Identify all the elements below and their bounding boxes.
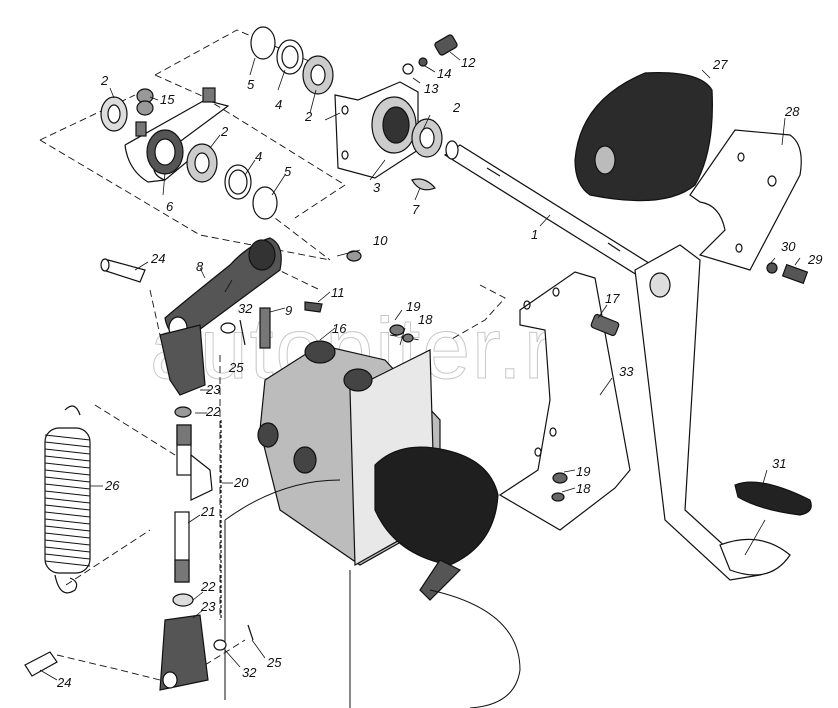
callout-2: 2	[101, 73, 109, 88]
callout-3: 3	[373, 180, 381, 195]
part-3-bearing-bracket	[334, 81, 419, 179]
callout-23: 23	[201, 599, 216, 614]
callout-12: 12	[461, 55, 476, 70]
leader-lines	[39, 51, 801, 681]
callout-11: 11	[331, 285, 345, 300]
part-33-bracket	[498, 271, 631, 531]
callout-14: 14	[437, 66, 452, 81]
callout-4: 4	[275, 97, 283, 112]
washers-top-left	[100, 26, 334, 220]
callout-17: 17	[605, 291, 620, 306]
callout-2: 2	[453, 100, 461, 115]
callout-20: 20	[234, 475, 249, 490]
callout-18: 18	[418, 312, 433, 327]
callout-5: 5	[284, 164, 292, 179]
callout-22: 22	[206, 404, 221, 419]
callout-23: 23	[206, 382, 221, 397]
callout-25: 25	[267, 655, 282, 670]
callout-7: 7	[412, 202, 420, 217]
part-31-foot-pad	[734, 481, 812, 516]
callout-21: 21	[201, 504, 216, 519]
callout-16: 16	[332, 321, 347, 336]
callout-22: 22	[201, 579, 216, 594]
part-6-bearing-housing	[124, 99, 230, 183]
callout-15: 15	[160, 92, 175, 107]
part-28-plate	[689, 129, 802, 271]
callout-2: 2	[221, 124, 229, 139]
callout-24: 24	[57, 675, 72, 690]
callout-18: 18	[576, 481, 591, 496]
callout-10: 10	[373, 233, 388, 248]
callout-24: 24	[151, 251, 166, 266]
part-27-pedal-pad	[574, 72, 713, 202]
callout-9: 9	[285, 303, 293, 318]
callout-29: 29	[808, 252, 823, 267]
callout-28: 28	[785, 104, 800, 119]
callout-26: 26	[105, 478, 120, 493]
callout-19: 19	[576, 464, 591, 479]
callout-32: 32	[242, 665, 257, 680]
callout-1: 1	[531, 227, 539, 242]
callout-31: 31	[772, 456, 787, 471]
adjustment-rod	[174, 420, 222, 620]
pedal-lever	[634, 244, 791, 581]
callout-6: 6	[166, 199, 174, 214]
callout-8: 8	[196, 259, 204, 274]
callout-25: 25	[229, 360, 244, 375]
callout-32: 32	[238, 301, 253, 316]
callout-33: 33	[619, 364, 634, 379]
callout-27: 27	[713, 57, 728, 72]
part-26-spring	[44, 405, 91, 594]
callout-19: 19	[406, 299, 421, 314]
brake-valve-assembly	[257, 340, 499, 601]
callout-2: 2	[305, 109, 313, 124]
callout-5: 5	[247, 77, 255, 92]
callout-4: 4	[255, 149, 263, 164]
callout-30: 30	[781, 239, 796, 254]
base-outline	[224, 479, 521, 708]
callout-13: 13	[424, 81, 439, 96]
